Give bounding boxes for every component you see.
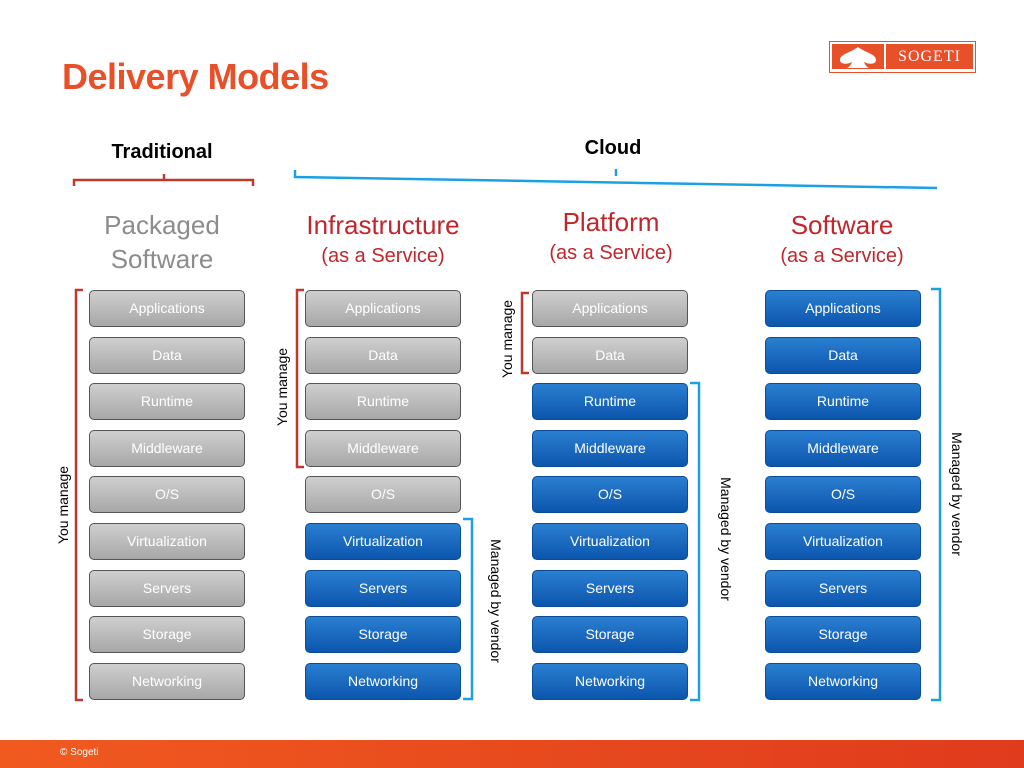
- layer-data: Data: [532, 337, 688, 374]
- page-title: Delivery Models: [62, 56, 329, 97]
- layer-virtualization: Virtualization: [305, 523, 461, 560]
- layer-applications: Applications: [305, 290, 461, 327]
- column-title-sub: (as a Service): [780, 244, 904, 267]
- column-title-saas: Software (as a Service): [780, 209, 903, 269]
- layer-virtualization: Virtualization: [89, 523, 245, 560]
- layer-os: O/S: [89, 476, 245, 513]
- layer-networking: Networking: [89, 663, 245, 700]
- column-title-line2: Software: [110, 244, 214, 274]
- layer-runtime: Runtime: [765, 383, 921, 420]
- column-title-name: Software: [790, 210, 894, 240]
- layer-storage: Storage: [532, 616, 688, 653]
- managed-by-vendor-label-paas: Managed by vendor: [718, 477, 734, 601]
- column-title-paas: Platform (as a Service): [549, 206, 672, 266]
- layer-os: O/S: [305, 476, 461, 513]
- column-title-line1: Packaged: [104, 210, 220, 240]
- sogeti-logo: SOGETI: [829, 41, 976, 73]
- layer-servers: Servers: [765, 570, 921, 607]
- column-title-sub: (as a Service): [549, 241, 673, 264]
- layer-os: O/S: [765, 476, 921, 513]
- column-title-iaas: Infrastructure (as a Service): [306, 209, 459, 269]
- layer-applications: Applications: [532, 290, 688, 327]
- layer-runtime: Runtime: [89, 383, 245, 420]
- layer-storage: Storage: [305, 616, 461, 653]
- you-manage-label-paas: You manage: [499, 299, 515, 379]
- layer-os: O/S: [532, 476, 688, 513]
- column-title-sub: (as a Service): [321, 244, 445, 267]
- managed-by-vendor-label-saas: Managed by vendor: [949, 432, 965, 556]
- layer-middleware: Middleware: [305, 430, 461, 467]
- layer-runtime: Runtime: [305, 383, 461, 420]
- column-title-packaged-software: Packaged Software: [104, 208, 220, 276]
- column-title-name: Platform: [562, 207, 660, 237]
- layer-storage: Storage: [89, 616, 245, 653]
- layer-servers: Servers: [305, 570, 461, 607]
- layer-virtualization: Virtualization: [765, 523, 921, 560]
- layer-middleware: Middleware: [765, 430, 921, 467]
- managed-by-vendor-label-iaas: Managed by vendor: [488, 539, 504, 663]
- layer-networking: Networking: [765, 663, 921, 700]
- layer-middleware: Middleware: [532, 430, 688, 467]
- you-manage-label-iaas: You manage: [274, 347, 290, 427]
- layer-middleware: Middleware: [89, 430, 245, 467]
- layer-virtualization: Virtualization: [532, 523, 688, 560]
- layer-runtime: Runtime: [532, 383, 688, 420]
- layer-servers: Servers: [89, 570, 245, 607]
- layer-networking: Networking: [305, 663, 461, 700]
- layer-data: Data: [305, 337, 461, 374]
- copyright-text: © Sogeti: [60, 747, 99, 758]
- layer-data: Data: [765, 337, 921, 374]
- layer-applications: Applications: [765, 290, 921, 327]
- column-title-name: Infrastructure: [306, 210, 460, 240]
- layer-networking: Networking: [532, 663, 688, 700]
- layer-storage: Storage: [765, 616, 921, 653]
- layer-applications: Applications: [89, 290, 245, 327]
- group-label-cloud: Cloud: [584, 137, 642, 159]
- you-manage-label-packaged: You manage: [55, 465, 71, 545]
- logo-wordmark: SOGETI: [886, 44, 973, 69]
- group-label-traditional: Traditional: [111, 141, 213, 163]
- layer-servers: Servers: [532, 570, 688, 607]
- footer-bar: © Sogeti: [0, 740, 1024, 768]
- layer-data: Data: [89, 337, 245, 374]
- spade-icon: [832, 44, 884, 69]
